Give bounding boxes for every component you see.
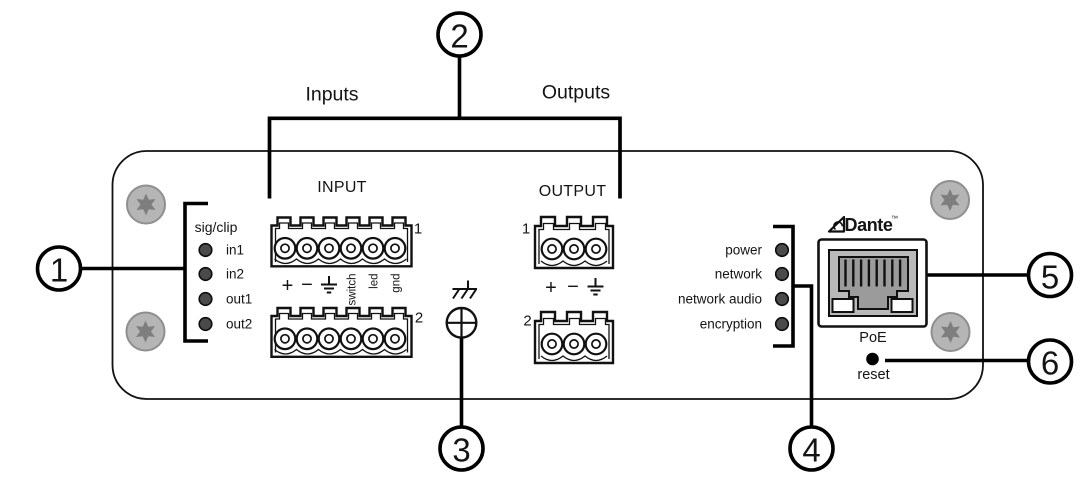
callout-2-number: 2 <box>450 17 469 55</box>
led-label-in2: in2 <box>226 266 245 282</box>
led-out1 <box>198 291 213 307</box>
input-pin-label-plus: + <box>281 274 294 297</box>
screw-icon <box>930 180 970 220</box>
input-block-1-number: 1 <box>413 220 423 238</box>
input-terminal-block-2 <box>272 308 412 357</box>
screw-icon <box>125 311 166 352</box>
output-section-title: OUTPUT <box>538 182 607 200</box>
output-terminal-block-1 <box>535 217 613 268</box>
status-label-network-audio: network audio <box>677 291 762 307</box>
input-terminal-block-1 <box>272 218 412 267</box>
dante-logo-icon <box>827 215 846 233</box>
output-terminal-block-2 <box>535 312 613 363</box>
led-label-out1: out1 <box>226 291 253 307</box>
input-pin-label-switch: switch <box>347 274 359 306</box>
reset-button <box>866 352 879 366</box>
output-block-2-number: 2 <box>523 312 532 329</box>
leader-lines <box>80 55 1029 427</box>
callout-5-number: 5 <box>1040 258 1060 295</box>
led-out2 <box>198 316 213 332</box>
led-network <box>774 266 790 282</box>
screw-icon <box>930 312 971 352</box>
output-pin-label-minus: − <box>567 276 579 298</box>
dante-trademark: ™ <box>891 215 898 223</box>
input-section-title: INPUT <box>317 178 367 196</box>
input-block-2-number: 2 <box>414 309 424 326</box>
dante-brand-label: Dante <box>844 214 893 235</box>
input-pin-label-gnd: gnd <box>391 274 403 293</box>
callout-6-number: 6 <box>1040 344 1060 382</box>
output-pin-label-plus: + <box>545 277 557 299</box>
led-encryption <box>774 316 790 332</box>
rj45-pins <box>844 259 902 287</box>
inputs-outputs-bracket <box>267 116 622 199</box>
led-power <box>774 242 790 258</box>
poe-label: PoE <box>859 329 887 346</box>
output-block-1-number: 1 <box>521 220 531 238</box>
led-network-audio <box>774 291 790 307</box>
screw-icon <box>126 184 166 225</box>
led-label-in1: in1 <box>226 242 245 258</box>
ground-screw <box>445 306 478 339</box>
status-label-power: power <box>725 242 762 258</box>
chassis-ground-icon <box>452 280 477 300</box>
outputs-group-label: Outputs <box>541 80 611 103</box>
led-in2 <box>198 266 213 282</box>
callout-4-number: 4 <box>802 431 821 469</box>
sig-clip-title: sig/clip <box>194 218 238 235</box>
reset-label: reset <box>857 366 890 383</box>
led-in1 <box>198 242 213 258</box>
status-label-encryption: encryption <box>699 316 762 332</box>
leader-line-4 <box>793 284 814 427</box>
input-pin-label-led: led <box>369 274 381 289</box>
status-label-network: network <box>714 266 762 282</box>
callout-3-number: 3 <box>452 431 471 469</box>
input-pin-label-minus: − <box>301 273 313 296</box>
inputs-group-label: Inputs <box>305 83 359 106</box>
led-label-out2: out2 <box>226 316 253 332</box>
sig-clip-bracket <box>183 201 208 343</box>
ethernet-port <box>817 238 928 328</box>
callout-1-number: 1 <box>49 251 69 289</box>
